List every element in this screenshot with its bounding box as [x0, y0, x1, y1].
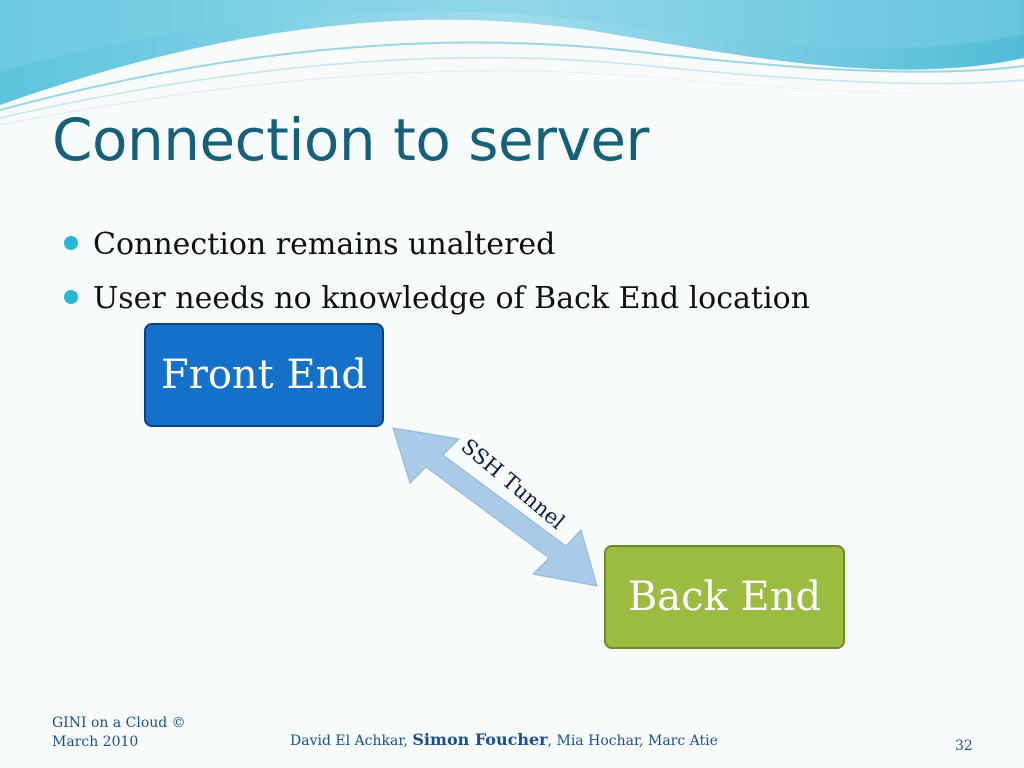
front-end-label: Front End — [160, 352, 368, 398]
footer-authors-after: , Mia Hochar, Marc Atie — [547, 733, 718, 749]
bullet-dot-icon — [64, 290, 78, 304]
footer-authors-before: David El Achkar, — [290, 733, 413, 749]
slide-title: Connection to server — [52, 106, 649, 174]
bullet-dot-icon — [64, 236, 78, 250]
footer-authors-emphasis: Simon Foucher — [412, 730, 548, 749]
bullet-text: User needs no knowledge of Back End loca… — [93, 281, 810, 316]
footer-date: March 2010 — [52, 734, 139, 750]
footer-left: GINI on a Cloud © March 2010 — [52, 714, 222, 752]
bullet-text: Connection remains unaltered — [93, 227, 556, 262]
back-end-box: Back End — [604, 545, 845, 649]
page-number: 32 — [955, 738, 973, 754]
footer-project-name: GINI on a Cloud © — [52, 715, 186, 731]
front-end-box: Front End — [144, 323, 384, 427]
bullet-item: Connection remains unaltered — [64, 222, 810, 276]
back-end-label: Back End — [627, 574, 822, 620]
header-wave-decoration — [0, 0, 1024, 126]
bullet-list: Connection remains unaltered User needs … — [64, 222, 810, 330]
bullet-item: User needs no knowledge of Back End loca… — [64, 276, 810, 330]
footer-authors: David El Achkar, Simon Foucher, Mia Hoch… — [290, 730, 718, 751]
